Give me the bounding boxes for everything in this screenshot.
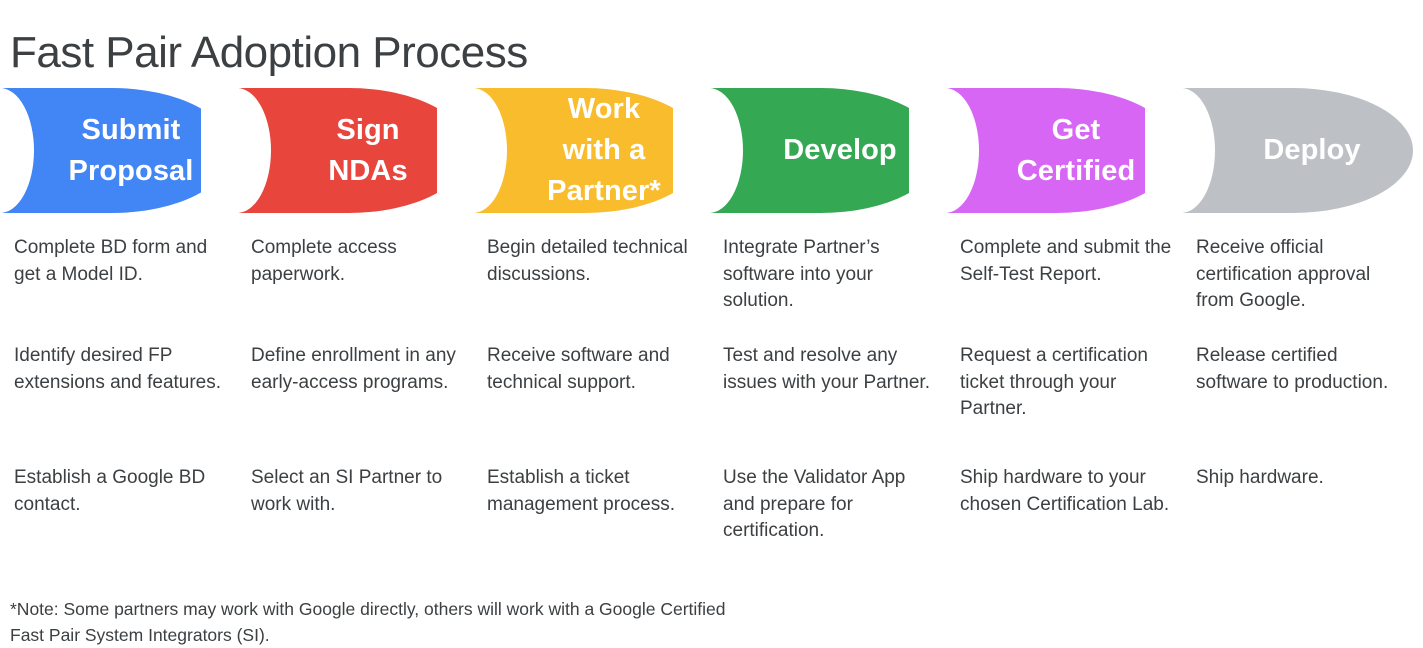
detail-item: Ship hardware. — [1196, 465, 1408, 492]
stage-banner-deploy[interactable]: Deploy — [1145, 88, 1413, 213]
detail-item: Identify desired FP extensions and featu… — [14, 343, 226, 396]
stage-banner-label: Work with a Partner* — [547, 93, 661, 207]
stage-banner-notch — [0, 88, 34, 213]
detail-item-text: Establish a Google BD contact. — [14, 467, 206, 515]
detail-item-text: Complete BD form and get a Model ID. — [14, 237, 208, 285]
detail-item-text: Complete and submit the Self-Test Report… — [960, 237, 1172, 285]
detail-item: Establish a Google BD contact. — [14, 465, 226, 518]
stage-banner-label: Get Certified — [1016, 113, 1136, 187]
detail-item-text: Ship hardware. — [1196, 467, 1324, 488]
detail-item-text: Release certified software to production… — [1196, 345, 1389, 393]
detail-item: Establish a ticket management process. — [487, 465, 699, 518]
detail-item: Define enrollment in any early-access pr… — [251, 343, 463, 396]
detail-item-text: Complete access paperwork. — [251, 237, 397, 285]
detail-item-text: Define enrollment in any early-access pr… — [251, 345, 456, 393]
stage-banner-notch — [203, 88, 271, 213]
detail-item: Begin detailed technical discussions. — [487, 235, 699, 288]
stage-banner-notch — [911, 88, 979, 213]
detail-item: Integrate Partner’s software into your s… — [723, 235, 935, 315]
detail-item: Select an SI Partner to work with. — [251, 465, 463, 518]
detail-item-text: Request a certification ticket through y… — [960, 345, 1148, 419]
detail-item: Complete BD form and get a Model ID. — [14, 235, 226, 288]
stage-banner-label: Sign NDAs — [328, 113, 408, 187]
stage-banner-label: Submit Proposal — [68, 113, 194, 187]
process-stage-banner-row: Submit Proposal Sign NDAs Work with a Part… — [0, 88, 1423, 213]
stage-banner-get-certified[interactable]: Get Certified — [909, 88, 1177, 213]
detail-item-text: Identify desired FP extensions and featu… — [14, 345, 222, 393]
footnote-note: *Note: Some partners may work with Googl… — [10, 598, 726, 645]
detail-item: Test and resolve any issues with your Pa… — [723, 343, 935, 396]
detail-item-text: Test and resolve any issues with your Pa… — [723, 345, 930, 393]
detail-item-text: Integrate Partner’s software into your s… — [723, 237, 880, 311]
detail-item-text: Begin detailed technical discussions. — [487, 237, 688, 285]
detail-item-text: Use the Validator App and prepare for ce… — [723, 467, 906, 541]
stage-banner-notch — [675, 88, 743, 213]
stage-banner-develop[interactable]: Develop — [673, 88, 941, 213]
detail-item-text: Receive software and technical support. — [487, 345, 670, 393]
stage-banner-submit-proposal[interactable]: Submit Proposal — [0, 88, 232, 213]
detail-item: Use the Validator App and prepare for ce… — [723, 465, 935, 545]
stage-banner-label: Deploy — [1263, 134, 1361, 166]
detail-item-text: Receive official certification approval … — [1196, 237, 1371, 311]
process-detail-columns: Complete BD form and get a Model ID. Iden… — [0, 235, 1423, 565]
stage-banner-notch — [439, 88, 507, 213]
detail-item: Complete and submit the Self-Test Report… — [960, 235, 1172, 288]
stage-banner-work-with-a-partner[interactable]: Work with a Partner* — [437, 88, 705, 213]
detail-item-text: Select an SI Partner to work with. — [251, 467, 443, 515]
detail-item: Receive software and technical support. — [487, 343, 699, 396]
stage-banner-notch — [1147, 88, 1215, 213]
stage-banner-label: Develop — [783, 134, 897, 166]
detail-item: Release certified software to production… — [1196, 343, 1408, 396]
detail-item: Request a certification ticket through y… — [960, 343, 1172, 423]
detail-item-text: Ship hardware to your chosen Certificati… — [960, 467, 1170, 515]
detail-item: Complete access paperwork. — [251, 235, 463, 288]
detail-item: Ship hardware to your chosen Certificati… — [960, 465, 1172, 518]
page-title: Fast Pair Adoption Process — [10, 28, 528, 78]
detail-item-text: Establish a ticket management process. — [487, 467, 675, 515]
stage-banner-sign-ndas[interactable]: Sign NDAs — [201, 88, 469, 213]
detail-item: Receive official certification approval … — [1196, 235, 1408, 315]
